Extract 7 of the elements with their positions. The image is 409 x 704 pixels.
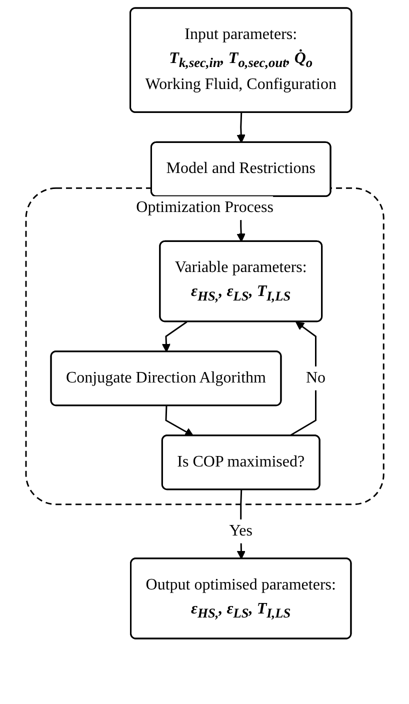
arrow bbox=[164, 406, 194, 436]
edge-label: No bbox=[306, 369, 326, 386]
edge-label: Yes bbox=[228, 522, 252, 540]
arrow bbox=[236, 112, 246, 144]
arrow bbox=[236, 490, 246, 560]
arrow bbox=[162, 321, 187, 352]
arrow bbox=[288, 321, 316, 436]
